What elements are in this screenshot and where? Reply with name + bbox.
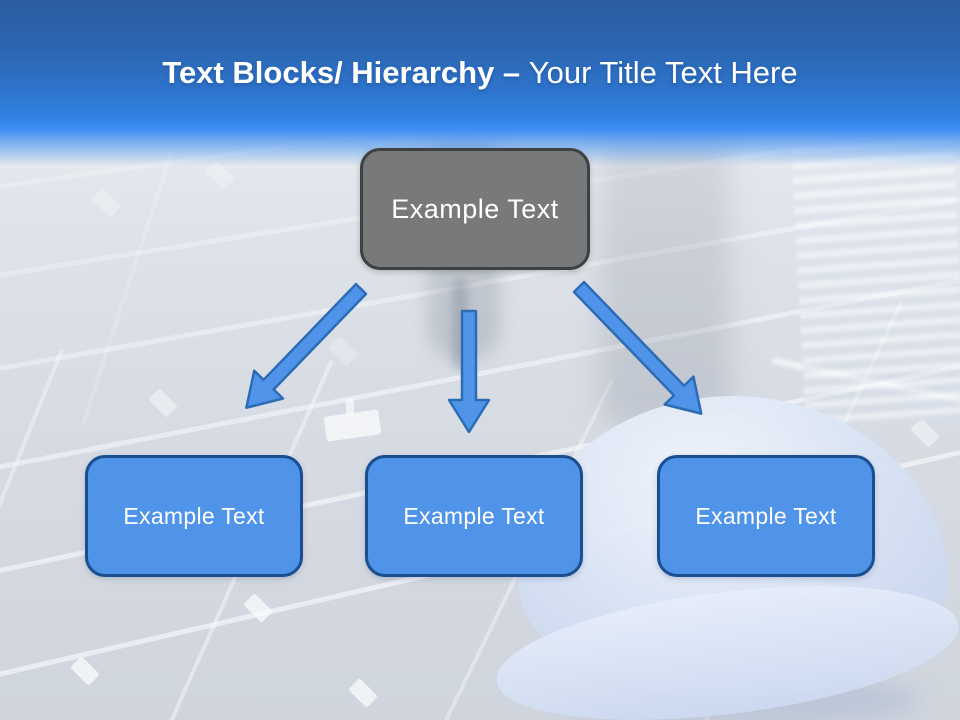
slide-title-regular: Your Title Text Here (528, 55, 798, 90)
child-node-3-label: Example Text (695, 502, 837, 529)
arrow-to-child-3[interactable] (565, 273, 716, 427)
arrow-to-child-2[interactable] (447, 309, 491, 434)
child-node-2-label: Example Text (403, 502, 545, 529)
slide-title[interactable]: Text Blocks/ Hierarchy – Your Title Text… (0, 52, 960, 94)
arrow-to-child-1[interactable] (232, 275, 375, 421)
root-node[interactable]: Example Text (360, 148, 590, 270)
child-node-2[interactable]: Example Text (365, 455, 583, 577)
slide-title-bold: Text Blocks/ Hierarchy – (162, 55, 529, 90)
child-node-3[interactable]: Example Text (657, 455, 875, 577)
child-node-1-label: Example Text (123, 502, 265, 529)
header-band (0, 0, 960, 166)
child-node-1[interactable]: Example Text (85, 455, 303, 577)
root-node-label: Example Text (391, 193, 559, 224)
